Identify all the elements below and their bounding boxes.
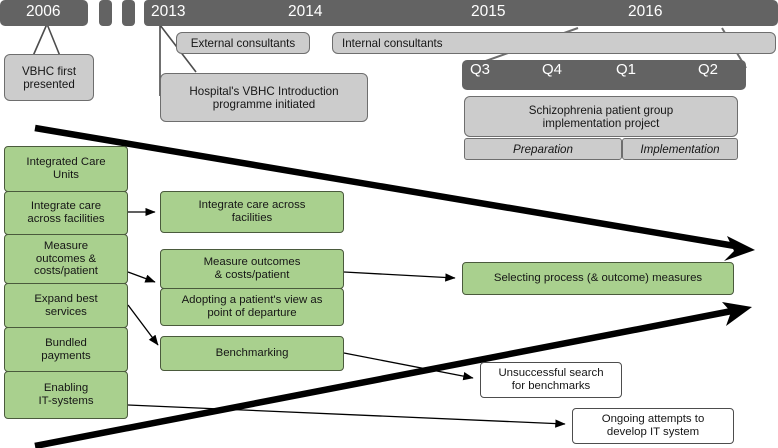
quarter-label-q3: Q3 (470, 61, 491, 78)
translation-integrate-care-across-facilities: Integrate care across facilities (160, 191, 344, 233)
timeline-year-2015: 2015 (471, 3, 506, 20)
principle-expand-best-services: Expand best services (4, 283, 128, 328)
outcome-selecting-measures: Selecting process (& outcome) measures (462, 262, 734, 295)
box-vbhc-first-presented: VBHC first presented (4, 54, 94, 101)
connector-2006-to-vbhc-presented (32, 23, 61, 57)
outcome-ongoing-it-attempts: Ongoing attempts to develop IT system (572, 408, 734, 444)
outcome-unsuccessful-benchmark-search: Unsuccessful search for benchmarks (480, 362, 622, 398)
timeline-year-2014: 2014 (288, 3, 323, 20)
quarter-bar: Q3 Q4 Q1 Q2 (462, 60, 746, 90)
translation-benchmarking: Benchmarking (160, 336, 344, 371)
box-internal-consultants: Internal consultants (332, 32, 776, 54)
principle-bundled-payments: Bundled payments (4, 327, 128, 372)
timeline-year-2016: 2016 (628, 3, 663, 20)
arrow-benchmarking-to-unsuccessful-search (343, 352, 474, 381)
box-schizophrenia-project: Schizophrenia patient group implementati… (464, 96, 738, 137)
box-phase-preparation: Preparation (464, 138, 622, 160)
box-phase-implementation: Implementation (622, 138, 738, 160)
quarter-label-q2: Q2 (698, 61, 719, 78)
timeline-break-tick-1 (99, 0, 112, 26)
box-hospital-programme: Hospital's VBHC Introduction programme i… (160, 73, 368, 122)
arrow-expand-services-to-benchmarking (127, 304, 159, 346)
principle-integrate-care-across-facilities: Integrate care across facilities (4, 191, 128, 235)
quarter-label-q4: Q4 (542, 61, 563, 78)
timeline-main-bar: 2013 2014 2015 2016 (146, 0, 778, 26)
timeline-year-2013: 2013 (151, 3, 186, 20)
principle-enabling-it-systems: Enabling IT-systems (4, 371, 128, 419)
timeline-year-2006: 2006 (26, 3, 61, 20)
timeline-segment-2006: 2006 (0, 0, 88, 26)
quarter-label-q1: Q1 (616, 61, 637, 78)
arrow-it-systems-to-ongoing-attempts (127, 404, 566, 428)
translation-measure-outcomes-costs: Measure outcomes & costs/patient (160, 249, 344, 289)
arrow-measure-outcomes (127, 271, 156, 283)
arrow-measure-to-selecting-measures (343, 271, 456, 282)
principle-integrated-care-units: Integrated Care Units (4, 146, 128, 192)
translation-patient-view: Adopting a patient's view as point of de… (160, 288, 344, 326)
timeline-break-tick-2 (122, 0, 135, 26)
principle-measure-outcomes-costs: Measure outcomes & costs/patient (4, 234, 128, 284)
box-external-consultants: External consultants (176, 32, 310, 54)
